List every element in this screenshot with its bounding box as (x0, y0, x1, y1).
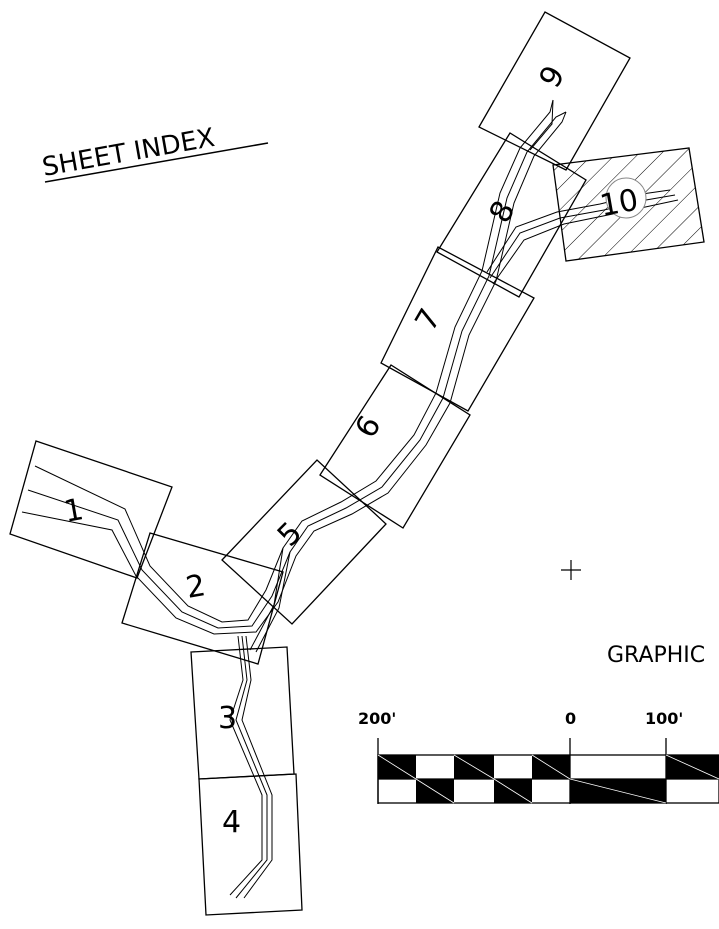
sheet-label-8: 8 (483, 195, 523, 229)
branch-south-a (229, 635, 263, 896)
connector-5-3-b (255, 551, 291, 653)
graphic-scale-label: GRAPHIC (607, 643, 705, 668)
sheet-label-6: 6 (349, 410, 389, 444)
sheet-frame-2[interactable] (121, 532, 284, 665)
sheet-frame-7[interactable] (380, 246, 535, 412)
sheet-label-5: 5 (271, 515, 309, 553)
sheet-label-7: 7 (409, 303, 449, 337)
sheet-index-title: SHEET INDEX (40, 123, 217, 183)
sheet-frame-5[interactable] (221, 459, 387, 625)
road-alignment (21, 99, 679, 899)
branch-south-c (241, 635, 273, 899)
sheet-label-2: 2 (183, 568, 208, 606)
road-centerline-c (21, 111, 567, 635)
sheet-label-3: 3 (218, 701, 237, 736)
scale-tick-label-0: 0 (565, 709, 576, 728)
connector-5-3-a (249, 547, 284, 651)
sheet-10-marker-circle (605, 177, 647, 219)
branch-east-b (489, 194, 676, 279)
sheet-frame-9[interactable] (478, 11, 631, 171)
road-centerline-a (34, 99, 554, 623)
road-centerline-b (27, 111, 567, 629)
scale-tick-label-200: 200' (358, 709, 396, 728)
plus-marker (561, 560, 581, 580)
sheet-label-9: 9 (533, 60, 573, 94)
sheet-frame-3[interactable] (190, 646, 295, 780)
title-underline (44, 142, 269, 183)
sheet-frame-1[interactable] (9, 440, 173, 579)
scale-tick-label-100: 100' (645, 709, 683, 728)
sheet-label-10: 10 (597, 183, 641, 224)
branch-east-a (486, 189, 671, 273)
branch-east-c (492, 199, 679, 285)
sheet-frame-4[interactable] (198, 773, 303, 916)
sheet-label-4: 4 (222, 805, 241, 840)
graphic-scale: GRAPHIC 200' 0 100' (358, 643, 719, 804)
title-group: SHEET INDEX (40, 123, 269, 183)
sheet-label-1: 1 (61, 492, 86, 530)
sheet-frame-6[interactable] (319, 364, 471, 529)
road-end-9 (529, 99, 554, 151)
branch-south-b (235, 635, 268, 899)
